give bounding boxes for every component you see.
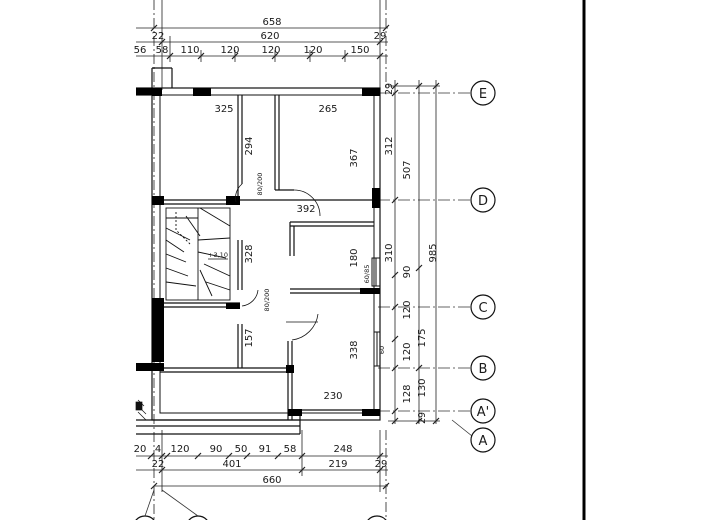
axis-label-a-prime: A' (477, 405, 489, 420)
axis-label-a: A (479, 434, 488, 449)
dim-bottom-58: 58 (284, 444, 297, 455)
axis-leader-bottom-left (144, 489, 155, 517)
dim-bottom-29: 29 (375, 459, 388, 470)
dim-total-top: 658 (262, 17, 281, 28)
axis-label-d: D (478, 194, 488, 209)
dim-bottom-50: 50 (235, 444, 248, 455)
dim-right-507: 507 (402, 160, 413, 179)
dim-right-175: 175 (417, 328, 428, 347)
dim-top-120a: 120 (220, 45, 239, 56)
staircase (165, 207, 231, 301)
top-dimension-chains (136, 0, 390, 520)
dim-top-29: 29 (374, 31, 387, 42)
railing-hatch (135, 399, 147, 421)
axis-leader-bottom-mid (161, 489, 199, 517)
room-dim-328: 328 (244, 244, 255, 263)
axis-lines (378, 92, 470, 412)
room-dim-325: 325 (214, 104, 233, 115)
window-marks (371, 257, 381, 367)
axis-bubbles (470, 80, 496, 453)
bottom-axis-bubbles (135, 515, 387, 520)
wall-columns (136, 88, 380, 416)
room-dim-338: 338 (349, 340, 360, 359)
dim-right-128: 128 (402, 384, 413, 403)
axis-label-e: E (479, 87, 487, 102)
dim-bottom-91: 91 (259, 444, 272, 455)
dim-bottom-401: 401 (222, 459, 241, 470)
dim-bottom-20: 20 (134, 444, 147, 455)
axis-label-b: B (479, 362, 488, 377)
door-swings (235, 183, 321, 341)
window-label: 60/85 (363, 265, 371, 284)
level-mark: +3,10 (208, 251, 228, 259)
dim-right-90: 90 (402, 266, 413, 279)
dim-right-985: 985 (428, 243, 439, 262)
dim-top-150: 150 (350, 45, 369, 56)
room-dim-392: 392 (296, 204, 315, 215)
dim-right-29b: 29 (417, 412, 428, 424)
bottom-dimension-chains (136, 430, 390, 520)
dim-right-312: 312 (384, 136, 395, 155)
dim-bottom-248: 248 (333, 444, 352, 455)
room-dim-230: 230 (323, 391, 342, 402)
room-dim-367: 367 (349, 148, 360, 167)
dim-top-58: 58 (156, 45, 169, 56)
door-label-lower: 80/200 (263, 289, 271, 312)
dim-top-120b: 120 (261, 45, 280, 56)
walls (136, 67, 381, 435)
door-label-upper: 80/200 (256, 173, 264, 196)
dim-right-29a: 29 (384, 83, 395, 95)
room-dim-157: 157 (244, 328, 255, 347)
dim-right-120a: 120 (402, 300, 413, 319)
dim-top-620: 620 (260, 31, 279, 42)
right-dimension-chains (388, 80, 440, 425)
dim-right-130: 130 (417, 378, 428, 397)
dim-top-120c: 120 (303, 45, 322, 56)
dim-top-22: 22 (152, 31, 165, 42)
dim-bottom-219: 219 (328, 459, 347, 470)
dim-total-bottom: 660 (262, 475, 281, 486)
dim-right-310: 310 (384, 243, 395, 262)
room-dim-294: 294 (244, 136, 255, 155)
dim-right-120b: 120 (402, 342, 413, 361)
dim-bottom-22: 22 (152, 459, 165, 470)
dim-bottom-120: 120 (170, 444, 189, 455)
dim-top-110: 110 (180, 45, 199, 56)
window-mark-small: 60 (378, 346, 386, 354)
dim-top-56: 56 (134, 45, 147, 56)
dim-bottom-4: 4 (155, 444, 161, 455)
dim-bottom-90: 90 (210, 444, 223, 455)
room-dim-180: 180 (349, 248, 360, 267)
axis-label-c: C (478, 301, 487, 316)
axis-leader-a (451, 419, 473, 437)
room-dim-265: 265 (318, 104, 337, 115)
